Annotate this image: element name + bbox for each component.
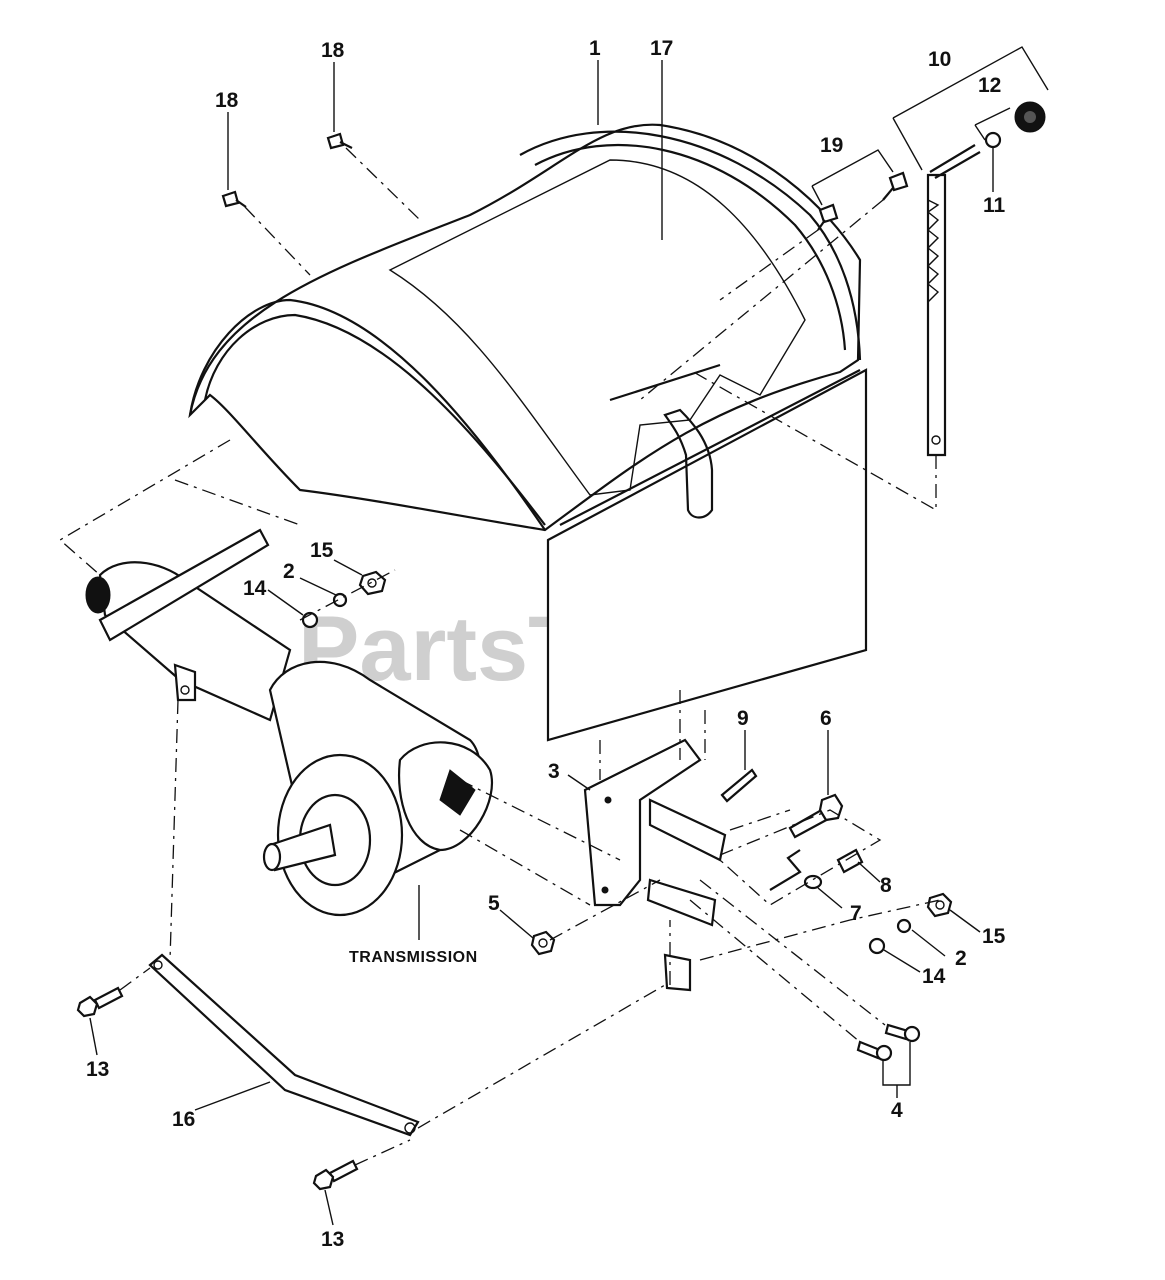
- callout-14-left: 14: [243, 577, 267, 600]
- callout-3: 3: [548, 760, 560, 783]
- hood-bolt-left: [221, 190, 247, 208]
- callout-12: 12: [978, 74, 1001, 97]
- carriage-bolt-b: [884, 1023, 921, 1043]
- hex-nut-left: [358, 570, 387, 596]
- callout-4: 4: [891, 1099, 903, 1122]
- callout-13-lower: 13: [321, 1228, 344, 1251]
- depth-stake-bar: [926, 144, 981, 457]
- callout-9: 9: [737, 707, 749, 730]
- hair-pin-clip: [769, 849, 823, 891]
- lock-washer-left: [332, 592, 348, 608]
- callout-14-right: 14: [922, 965, 946, 988]
- callout-2-right: 2: [955, 947, 967, 970]
- leader-lines: [89, 46, 1049, 1226]
- spring-pin: [720, 768, 758, 803]
- callout-18-upper: 18: [321, 39, 345, 62]
- spacer-right: [868, 937, 886, 955]
- clevis-pin: [836, 848, 864, 874]
- rear-deflector-flap: [546, 368, 868, 742]
- callout-19: 19: [820, 134, 843, 157]
- callout-6: 6: [820, 707, 832, 730]
- callouts: 1 17 18 18 19 10 12 11 15 2 14 9 6 3 8 7…: [86, 37, 1006, 1251]
- transmission-label: TRANSMISSION: [349, 949, 478, 966]
- depth-bar-knob: [1014, 101, 1046, 133]
- hex-nut-bracket: [530, 930, 556, 956]
- callout-15-left: 15: [310, 539, 334, 562]
- callout-16: 16: [172, 1108, 195, 1131]
- callout-18-left: 18: [215, 89, 239, 112]
- hitch-bolt-lower: [312, 1159, 359, 1191]
- callout-17: 17: [650, 37, 673, 60]
- callout-5: 5: [488, 892, 500, 915]
- callout-8: 8: [880, 874, 892, 897]
- lock-washer-right: [896, 918, 912, 934]
- hex-nut-right: [926, 892, 953, 918]
- pivot-bolt: [788, 793, 844, 839]
- callout-1: 1: [589, 37, 601, 60]
- transmission: [85, 528, 493, 917]
- hitch-bolt-upper: [76, 986, 124, 1018]
- callout-11: 11: [983, 194, 1006, 217]
- callout-7: 7: [850, 902, 862, 925]
- flap-bolt-a: [817, 203, 839, 231]
- assembly-lines: [58, 147, 941, 1166]
- hood-bolt-upper: [326, 132, 353, 150]
- pivot-bracket: [583, 738, 727, 992]
- flap-bolt-b: [882, 171, 909, 201]
- tine-hood: [188, 123, 862, 532]
- callout-15-right: 15: [982, 925, 1006, 948]
- callout-2-left: 2: [283, 560, 295, 583]
- carriage-bolt-a: [856, 1040, 893, 1062]
- knob-washer: [984, 131, 1002, 149]
- hitch-strap: [148, 953, 420, 1137]
- callout-13-upper: 13: [86, 1058, 109, 1081]
- callout-10: 10: [928, 48, 951, 71]
